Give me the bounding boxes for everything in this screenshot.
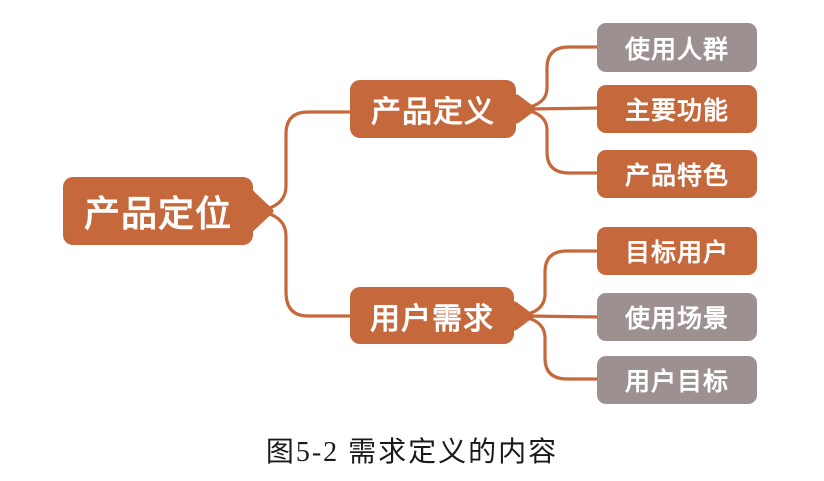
node-product-features: 产品特色	[597, 150, 757, 198]
branch1-arrow-tab	[514, 94, 536, 124]
node-user-needs: 用户需求	[350, 287, 514, 344]
figure-caption: 图5-2 需求定义的内容	[265, 437, 559, 468]
root-arrow-tab	[249, 190, 274, 232]
node-product-definition: 产品定义	[350, 80, 516, 138]
node-target-users: 目标用户	[597, 227, 757, 275]
node-product-positioning: 产品定位	[63, 177, 253, 245]
node-user-goals: 用户目标	[597, 356, 757, 404]
node-user-groups: 使用人群	[597, 23, 757, 72]
node-usage-scenarios: 使用场景	[597, 293, 757, 341]
branch2-arrow-tab	[512, 301, 534, 331]
node-main-functions: 主要功能	[597, 85, 757, 133]
